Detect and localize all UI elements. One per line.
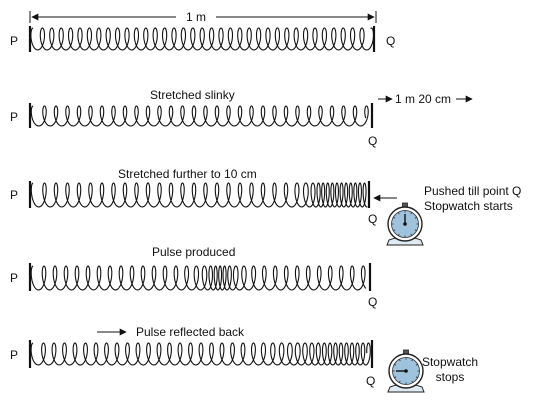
note-stops-line2: stops xyxy=(436,370,465,384)
note-pushed-line2: Stopwatch starts xyxy=(424,199,513,213)
note-stops-line1: Stopwatch xyxy=(422,355,478,369)
panel-stretched: Stretched slinky P Q 1 m 20 cm xyxy=(10,88,473,148)
end-label-p: P xyxy=(10,348,18,362)
slinky-coil xyxy=(30,27,375,51)
end-label-q: Q xyxy=(368,134,377,148)
end-label-p: P xyxy=(10,34,18,48)
end-label-p: P xyxy=(10,110,18,124)
caption-stretched-further: Stretched further to 10 cm xyxy=(118,167,257,181)
panel-unstretched: 1 m P Q xyxy=(10,10,395,52)
panel-pulse-produced: Pulse produced P Q xyxy=(10,245,377,309)
stopwatch-icon xyxy=(386,202,424,246)
end-label-p: P xyxy=(10,271,18,285)
caption-pulse-reflected: Pulse reflected back xyxy=(136,325,245,339)
note-pushed-line1: Pushed till point Q xyxy=(424,184,521,198)
stopwatch-icon xyxy=(387,349,425,393)
end-label-q: Q xyxy=(368,295,377,309)
slinky-coil xyxy=(30,342,371,366)
slinky-coil xyxy=(30,105,369,127)
slinky-coil xyxy=(30,265,367,291)
end-label-q: Q xyxy=(368,212,377,226)
caption-stretched: Stretched slinky xyxy=(150,88,235,102)
end-label-p: P xyxy=(10,188,18,202)
panel-stretched-further: Stretched further to 10 cm P Q Pushed ti… xyxy=(10,167,521,246)
measure-label-1m: 1 m xyxy=(186,10,206,24)
caption-pulse-produced: Pulse produced xyxy=(152,245,235,259)
measure-label-stretched: 1 m 20 cm xyxy=(395,92,451,106)
end-label-q: Q xyxy=(366,374,375,388)
end-label-q: Q xyxy=(386,34,395,48)
panel-pulse-reflected: Pulse reflected back P Q Stopwatch stops xyxy=(10,325,478,393)
slinky-coil xyxy=(30,182,368,208)
